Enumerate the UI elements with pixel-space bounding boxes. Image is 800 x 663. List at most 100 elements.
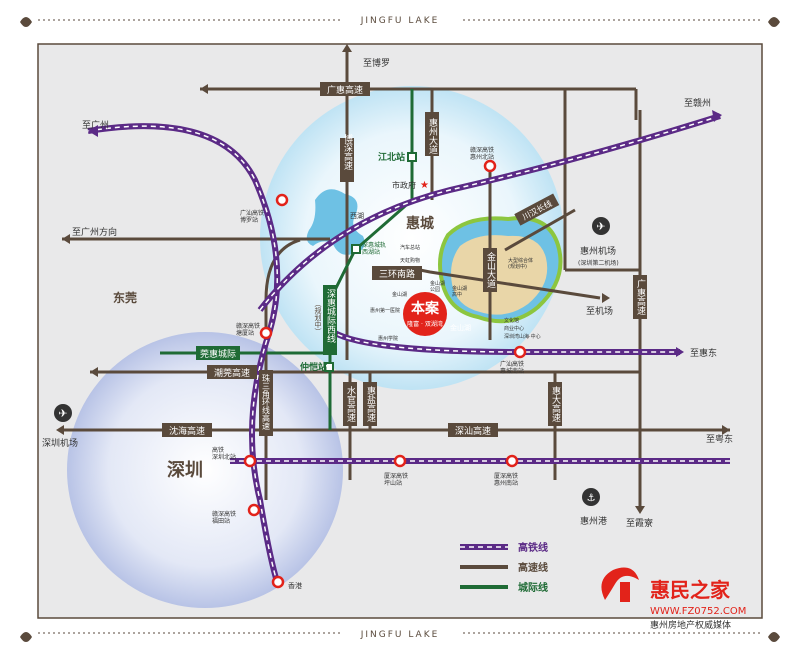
poi-lakes-mall: 大型综合体(规划中) — [508, 257, 533, 270]
project-name: 本案 — [411, 300, 440, 317]
svg-text:广惠高速: 广惠高速 — [635, 278, 646, 316]
arrow-icon — [56, 44, 730, 514]
station-jiangbei: 江北站 — [378, 151, 405, 163]
watermark-url: WWW.FZ0752.COM — [650, 606, 746, 617]
svg-text:水官高速: 水官高速 — [345, 385, 356, 423]
city-shenzhen: 深圳 — [167, 459, 203, 481]
dir-to-yuedong: 至粤东 — [706, 433, 733, 445]
road-label-jinshen-huan: 珠三角环线高速 — [259, 370, 273, 436]
svg-text:深惠城际西线: 深惠城际西线 — [325, 289, 336, 343]
watermark-tagline: 惠州房地产权威媒体 — [650, 619, 731, 631]
road-label-huiyan: 惠盐高速 — [363, 382, 377, 426]
road-label-jinshan-avenue: 金山大道 — [483, 248, 497, 292]
huizhou-port-label: 惠州港 — [580, 515, 607, 527]
legend-high-speed-rail: 高铁线 — [518, 541, 548, 554]
road-label-guanghui: 广惠高速 — [320, 82, 370, 96]
station-shenzhen-north: 高铁深圳北站 — [212, 446, 236, 461]
station-huizhou-south: 广汕高铁惠城南站 — [500, 360, 524, 375]
poi-lake-center: 金山湖高中 — [452, 285, 467, 298]
road-label-sanhuan: 三环南路 — [372, 266, 422, 280]
shenzhen-airport-label: 深圳机场 — [42, 437, 78, 449]
svg-text:惠大高速: 惠大高速 — [550, 385, 561, 423]
svg-text:惠盐高速: 惠盐高速 — [365, 385, 376, 423]
poi-commerce: 商业中心 — [504, 325, 524, 332]
road-label-shenshan: 深汕高速 — [448, 423, 498, 437]
project-subtitle: 隆富 · 双湖湾 — [407, 320, 443, 328]
poi-school: 惠州学院 — [378, 335, 398, 342]
road-label-huida: 惠大高速 — [548, 382, 562, 426]
dir-to-ganzhou: 至赣州 — [684, 97, 711, 109]
watermark-name: 惠民之家 — [650, 578, 731, 602]
svg-text:沈海高速: 沈海高速 — [169, 425, 205, 437]
road-label-guanghui-east: 广惠高速 — [633, 275, 647, 319]
anchor-icon: ⚓ — [582, 488, 600, 506]
star-icon: ★ — [420, 180, 429, 191]
svg-text:金山大道: 金山大道 — [485, 251, 496, 289]
svg-text:莞惠城际: 莞惠城际 — [200, 348, 236, 360]
legend: 高铁线 高速线 城际线 — [460, 541, 548, 594]
project-marker — [403, 292, 447, 336]
shenzhen-halo — [67, 332, 343, 608]
footer-brand: JINGFU LAKE — [360, 630, 440, 640]
station-tangxia: 赣深高铁塘厦站 — [236, 322, 260, 337]
poi-tianhong: 天虹购物 — [400, 257, 420, 264]
dir-to-pingshan: 至霞寮 — [626, 517, 653, 529]
station-huizhou-nan: 厦深高铁惠州南站 — [494, 472, 518, 487]
station-xihu: 西湖 — [350, 211, 364, 220]
svg-text:✈: ✈ — [596, 220, 605, 233]
dir-to-guangzhou-dir: 至广州方向 — [72, 226, 117, 238]
road-label-boshen: 博深高速 — [340, 133, 354, 182]
station-municipal: 市政府 — [392, 180, 416, 190]
fleur-de-lis-icon — [20, 17, 780, 642]
station-boluo: 广汕高铁博罗站 — [240, 209, 264, 224]
huizhou-airport-sub: (深圳第二机场) — [578, 259, 619, 267]
svg-text:潮莞高速: 潮莞高速 — [214, 367, 250, 379]
road-label-planned: （规划中） — [314, 300, 322, 335]
svg-text:珠三角环线高速: 珠三角环线高速 — [262, 373, 271, 431]
legend-expressway: 高速线 — [518, 561, 548, 574]
project-land — [451, 235, 548, 315]
poi-hospital: 惠州第一医院 — [370, 307, 400, 314]
station-hongkong: 香港 — [288, 581, 302, 590]
svg-text:深汕高速: 深汕高速 — [455, 425, 491, 437]
svg-text:✈: ✈ — [58, 407, 67, 420]
dir-to-huidong: 至惠东 — [690, 347, 717, 359]
station-pingshan: 厦深高铁坪山站 — [384, 472, 408, 487]
station-chenghui: 深惠城轨西湖站 — [362, 241, 386, 256]
station-futian: 赣深高铁福田站 — [212, 510, 236, 525]
poi-culture: 文化馆 — [504, 317, 519, 324]
train-station-icon — [243, 159, 527, 589]
poi-lake-name: 金山湖 — [392, 291, 407, 298]
dir-to-airport: 至机场 — [586, 305, 613, 317]
road-label-huizhou-avenue: 惠州大道 — [425, 112, 439, 156]
svg-text:⚓: ⚓ — [587, 493, 596, 504]
header-brand: JINGFU LAKE — [360, 16, 440, 26]
watermark-logo — [601, 567, 639, 602]
dir-to-guangzhou: 至广州 — [82, 119, 109, 131]
svg-text:惠州大道: 惠州大道 — [427, 117, 438, 155]
high-speed-rail-network — [87, 113, 730, 586]
svg-text:博深高速: 博深高速 — [342, 133, 353, 171]
station-huizhou-north: 赣深高铁惠州北站 — [470, 146, 494, 161]
dir-to-boluo: 至博罗 — [363, 57, 390, 69]
huizhou-airport-label: 惠州机场 — [580, 245, 616, 257]
svg-text:三环南路: 三环南路 — [379, 268, 415, 280]
intercity-station-icon — [324, 152, 417, 372]
poi-jinshan-lake: 金山湖 — [450, 323, 471, 332]
station-zhongkai: 仲恺站 — [300, 361, 327, 373]
airplane-icon: ✈ — [592, 217, 610, 235]
road-label-guanhui-intercity: 莞惠城际 — [196, 346, 240, 360]
road-label-shenhai: 沈海高速 — [162, 423, 212, 437]
legend-intercity: 城际线 — [518, 581, 548, 594]
poi-lake-park: 金山湖公园 — [430, 280, 445, 293]
city-huizhou: 惠城 — [406, 215, 434, 232]
svg-text:广惠高速: 广惠高速 — [327, 84, 363, 96]
poi-bus-station: 汽车总站 — [400, 244, 420, 251]
road-label-shuiguan: 水官高速 — [343, 382, 357, 426]
poi-sea-side: 深圳湾山海·中心 — [504, 333, 541, 340]
road-label-chaoguan: 潮莞高速 — [207, 365, 257, 379]
airplane-icon: ✈ — [54, 404, 72, 422]
road-label-shenhui-west: 深惠城际西线 — [323, 285, 337, 355]
